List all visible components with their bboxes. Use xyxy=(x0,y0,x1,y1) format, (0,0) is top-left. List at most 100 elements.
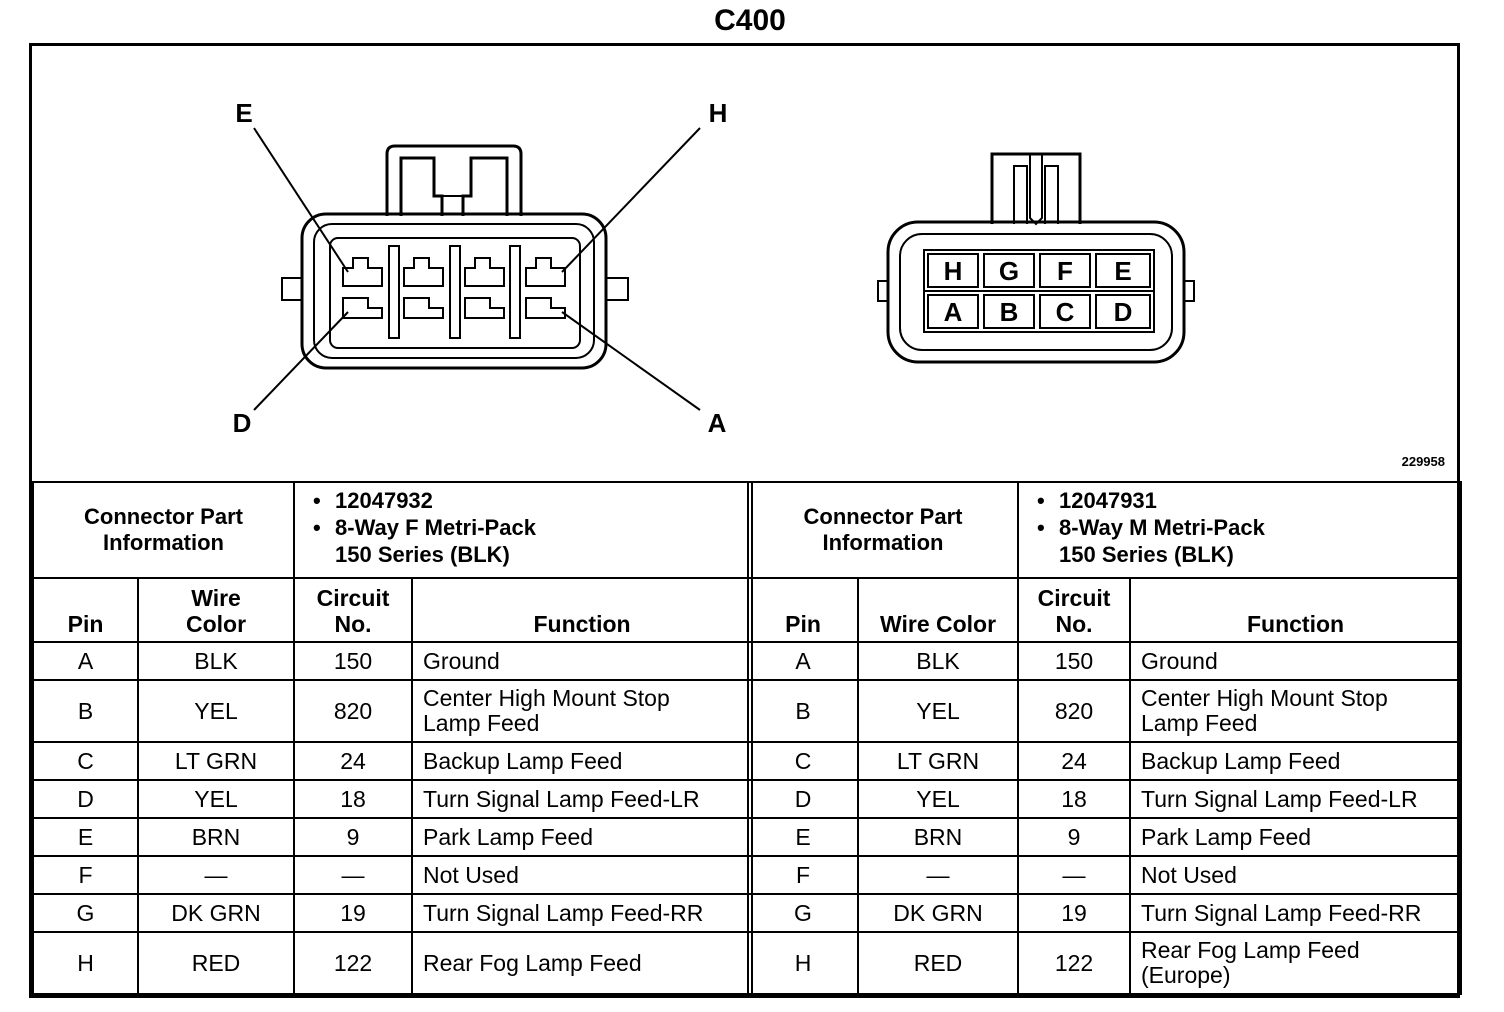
circuit-cell: 18 xyxy=(1017,779,1132,819)
male-connector-table: Connector Part Information 12047931 8-Wa… xyxy=(746,481,1463,995)
male-pin-c: C xyxy=(1056,297,1075,327)
circuit-cell: 19 xyxy=(293,893,414,933)
table-row: A BLK 150 Ground xyxy=(747,641,1463,681)
header-circuit-line1: Circuit xyxy=(316,585,390,611)
male-pin-f: F xyxy=(1057,256,1073,286)
function-cell: Turn Signal Lamp Feed-RR xyxy=(411,893,754,933)
pin-cell: C xyxy=(747,741,859,781)
circuit-cell: 9 xyxy=(1017,817,1132,857)
header-circuit-line2: No. xyxy=(1055,611,1093,637)
pin-cell: G xyxy=(747,893,859,933)
pin-cell: D xyxy=(747,779,859,819)
wire-color-cell: YEL xyxy=(136,679,296,743)
function-line2: Lamp Feed xyxy=(1141,710,1258,736)
table-row: H RED 122 Rear Fog Lamp Feed (Europe) xyxy=(747,931,1463,995)
function-cell: Not Used xyxy=(411,855,754,895)
circuit-cell: 9 xyxy=(293,817,414,857)
circuit-cell: 150 xyxy=(293,641,414,681)
wire-color-cell: YEL xyxy=(856,679,1020,743)
table-row: E BRN 9 Park Lamp Feed xyxy=(747,817,1463,857)
wire-color-cell: BRN xyxy=(136,817,296,857)
wire-color-cell: BRN xyxy=(856,817,1020,857)
function-cell: Ground xyxy=(411,641,754,681)
callout-label-a: A xyxy=(708,408,727,438)
male-pin-h: H xyxy=(944,256,963,286)
header-circuit-no: Circuit No. xyxy=(293,577,414,643)
header-circuit-line1: Circuit xyxy=(1037,585,1111,611)
pin-cell: A xyxy=(747,641,859,681)
function-cell: Turn Signal Lamp Feed-LR xyxy=(1129,779,1463,819)
circuit-cell: 820 xyxy=(1017,679,1132,743)
table-row: D YEL 18 Turn Signal Lamp Feed-LR xyxy=(747,779,1463,819)
function-line1: Rear Fog Lamp Feed xyxy=(1141,937,1360,963)
info-label-line1: Connector Part xyxy=(803,504,963,529)
connector-info-label: Connector Part Information xyxy=(31,481,296,579)
male-pin-a: A xyxy=(944,297,963,327)
callout-label-d: D xyxy=(233,408,252,438)
callout-label-e: E xyxy=(235,98,252,128)
function-line1: Center High Mount Stop xyxy=(423,685,670,711)
circuit-cell: 24 xyxy=(1017,741,1132,781)
connector-diagram: E H D A H G F E A B C D xyxy=(233,98,1195,438)
pin-cell: B xyxy=(747,679,859,743)
wire-color-cell: — xyxy=(136,855,296,895)
function-cell: Rear Fog Lamp Feed xyxy=(411,931,754,995)
function-cell: Turn Signal Lamp Feed-LR xyxy=(411,779,754,819)
table-row: E BRN 9 Park Lamp Feed xyxy=(32,817,754,857)
pin-cell: G xyxy=(32,893,139,933)
function-cell: Park Lamp Feed xyxy=(411,817,754,857)
female-connector-table: Connector Part Information 12047932 8-Wa… xyxy=(31,481,754,995)
circuit-cell: — xyxy=(1017,855,1132,895)
part-number: 12047931 xyxy=(1037,487,1460,514)
table-row: G DK GRN 19 Turn Signal Lamp Feed-RR xyxy=(32,893,754,933)
circuit-cell: 18 xyxy=(293,779,414,819)
header-circuit-no: Circuit No. xyxy=(1017,577,1132,643)
connector-info-values: 12047932 8-Way F Metri-Pack 150 Series (… xyxy=(293,481,754,579)
function-cell: Park Lamp Feed xyxy=(1129,817,1463,857)
figure-id: 229958 xyxy=(1401,454,1445,469)
male-connector xyxy=(877,152,1195,364)
header-function: Function xyxy=(411,577,754,643)
wire-color-cell: RED xyxy=(856,931,1020,995)
function-cell: Backup Lamp Feed xyxy=(1129,741,1463,781)
circuit-cell: 150 xyxy=(1017,641,1132,681)
wire-color-cell: DK GRN xyxy=(136,893,296,933)
male-pin-e: E xyxy=(1114,256,1131,286)
female-connector xyxy=(253,127,701,411)
table-row: D YEL 18 Turn Signal Lamp Feed-LR xyxy=(32,779,754,819)
wire-color-cell: RED xyxy=(136,931,296,995)
wire-color-cell: BLK xyxy=(856,641,1020,681)
pin-cell: H xyxy=(32,931,139,995)
header-circuit-line2: No. xyxy=(334,611,372,637)
circuit-cell: — xyxy=(293,855,414,895)
wire-color-cell: YEL xyxy=(136,779,296,819)
function-cell: Not Used xyxy=(1129,855,1463,895)
wire-color-cell: DK GRN xyxy=(856,893,1020,933)
circuit-cell: 122 xyxy=(293,931,414,995)
diagram-frame: E H D A H G F E A B C D 229958 Connector… xyxy=(29,43,1463,998)
part-desc-line1: 8-Way F Metri-Pack xyxy=(313,514,751,541)
part-desc-line2: 150 Series (BLK) xyxy=(335,542,510,567)
table-row: C LT GRN 24 Backup Lamp Feed xyxy=(747,741,1463,781)
header-pin: Pin xyxy=(747,577,859,643)
header-wire-line1: Wire xyxy=(191,585,241,611)
table-row: C LT GRN 24 Backup Lamp Feed xyxy=(32,741,754,781)
pin-cell: E xyxy=(32,817,139,857)
function-cell: Rear Fog Lamp Feed (Europe) xyxy=(1129,931,1463,995)
table-row: A BLK 150 Ground xyxy=(32,641,754,681)
male-pin-b: B xyxy=(1000,297,1019,327)
connector-info-values: 12047931 8-Way M Metri-Pack 150 Series (… xyxy=(1017,481,1463,579)
page-title: C400 xyxy=(714,4,786,37)
table-row: H RED 122 Rear Fog Lamp Feed xyxy=(32,931,754,995)
header-wire-color: Wire Color xyxy=(856,577,1020,643)
circuit-cell: 820 xyxy=(293,679,414,743)
header-wire-line2: Color xyxy=(185,611,247,637)
wire-color-cell: LT GRN xyxy=(136,741,296,781)
info-label-line2: Information xyxy=(822,530,944,555)
part-number: 12047932 xyxy=(313,487,751,514)
part-desc-line1: 8-Way M Metri-Pack xyxy=(1037,514,1460,541)
part-desc-line2: 150 Series (BLK) xyxy=(1059,542,1234,567)
wire-color-cell: — xyxy=(856,855,1020,895)
info-label-line1: Connector Part xyxy=(84,504,243,529)
table-row: G DK GRN 19 Turn Signal Lamp Feed-RR xyxy=(747,893,1463,933)
